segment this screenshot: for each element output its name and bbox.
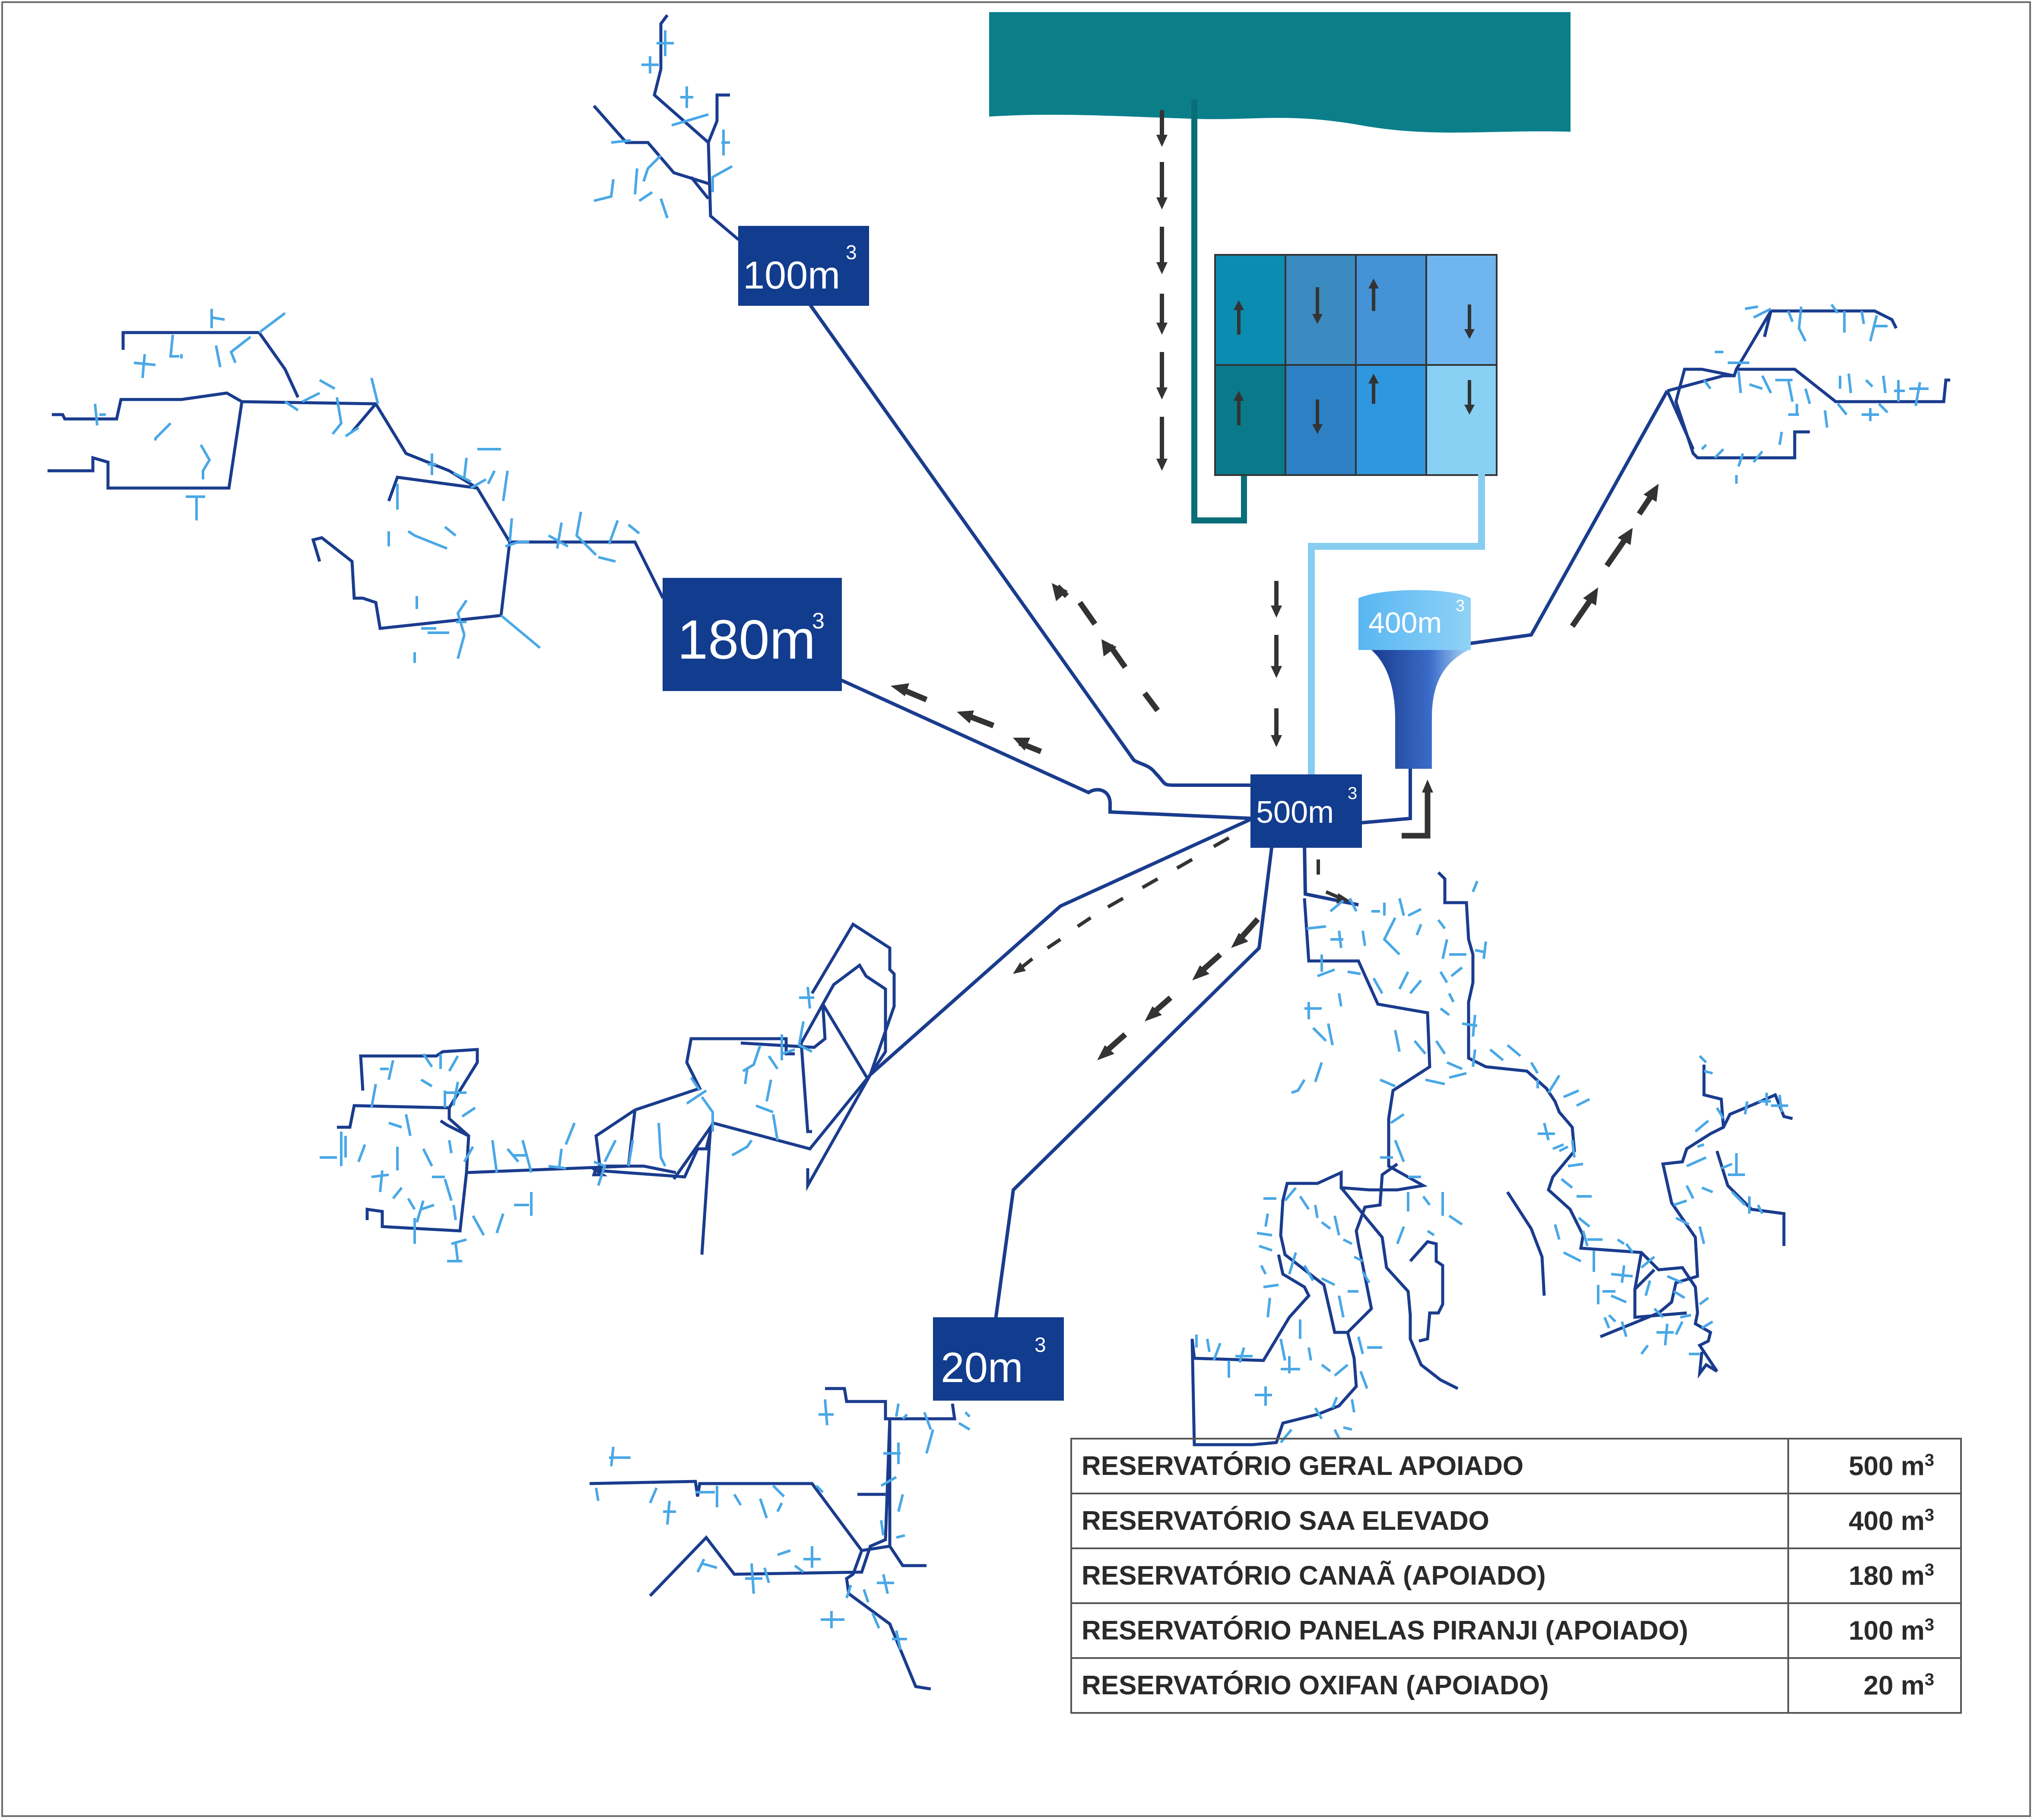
- filter-cell: [1425, 364, 1498, 476]
- legend-row: RESERVATÓRIO OXIFAN (APOIADO) 20 m3: [1070, 1657, 1962, 1714]
- network-branches: [94, 30, 1929, 1650]
- reservoir-180-exponent: 3: [812, 609, 825, 634]
- pipe-to-100: [808, 303, 1253, 787]
- intake-pipe: [1191, 99, 1247, 523]
- tower-tank: [1358, 590, 1471, 650]
- treated-water-pipe: [1308, 474, 1485, 777]
- tower-column: [1371, 650, 1469, 769]
- filter-cell: [1214, 364, 1286, 476]
- filter-cell: [1355, 364, 1427, 476]
- reservoir-100: 100m 3: [738, 226, 869, 306]
- reservoir-180-label: 180m: [677, 609, 816, 671]
- reservoir-180: 180m 3: [663, 578, 842, 691]
- elevated-tower: 400m 3: [1358, 590, 1471, 769]
- legend-row: RESERVATÓRIO PANELAS PIRANJI (APOIADO) 1…: [1070, 1602, 1962, 1659]
- filter-cell: [1355, 254, 1427, 366]
- distribution-flow-arrows: [891, 484, 1659, 1060]
- treated-flow-arrows: [1271, 581, 1282, 747]
- reservoir-500: 500m 3: [1250, 774, 1362, 848]
- filter-flow-arrows: [1234, 279, 1475, 434]
- tower-volume-label: 400m: [1368, 606, 1442, 639]
- tower-volume-exponent: 3: [1456, 597, 1465, 615]
- filter-cell: [1285, 254, 1357, 366]
- legend-label: RESERVATÓRIO GERAL APOIADO: [1070, 1438, 1789, 1494]
- treatment-station: [1214, 254, 1498, 476]
- reservoir-legend-table: RESERVATÓRIO GERAL APOIADO 500 m3 RESERV…: [1070, 1438, 1962, 1714]
- legend-value: 400 m3: [1787, 1493, 1962, 1549]
- legend-value: 20 m3: [1787, 1657, 1962, 1714]
- reservoir-20-label: 20m: [941, 1344, 1023, 1391]
- pipe-to-20: [994, 844, 1274, 1320]
- legend-label: RESERVATÓRIO PANELAS PIRANJI (APOIADO): [1070, 1602, 1789, 1659]
- reservoir-100-label: 100m: [743, 254, 840, 297]
- legend-label: RESERVATÓRIO OXIFAN (APOIADO): [1070, 1657, 1789, 1714]
- raw-water-flow-arrows: [1156, 110, 1168, 471]
- reservoir-100-exponent: 3: [846, 241, 857, 263]
- pipe-to-southwest: [869, 817, 1253, 1076]
- reservoir-20-exponent: 3: [1034, 1334, 1046, 1357]
- network-mains: [48, 14, 1950, 1690]
- filter-cell: [1285, 364, 1357, 476]
- pipe-to-180: [841, 679, 1253, 820]
- legend-row: RESERVATÓRIO CANAÃ (APOIADO) 180 m3: [1070, 1547, 1962, 1604]
- legend-row: RESERVATÓRIO SAA ELEVADO 400 m3: [1070, 1493, 1962, 1549]
- reservoir-500-exponent: 3: [1348, 784, 1357, 803]
- legend-label: RESERVATÓRIO CANAÃ (APOIADO): [1070, 1547, 1789, 1604]
- water-source: [989, 12, 1571, 133]
- legend-row: RESERVATÓRIO GERAL APOIADO 500 m3: [1070, 1438, 1962, 1494]
- reservoir-500-label: 500m: [1256, 795, 1334, 830]
- legend-value: 180 m3: [1787, 1547, 1962, 1604]
- legend-label: RESERVATÓRIO SAA ELEVADO: [1070, 1493, 1789, 1549]
- filter-cell: [1425, 254, 1498, 366]
- reservoir-20: 20m 3: [933, 1317, 1064, 1401]
- filter-cell: [1214, 254, 1286, 366]
- legend-value: 500 m3: [1787, 1438, 1962, 1494]
- legend-value: 100 m3: [1787, 1602, 1962, 1659]
- pipe-to-tower: [1361, 769, 1412, 824]
